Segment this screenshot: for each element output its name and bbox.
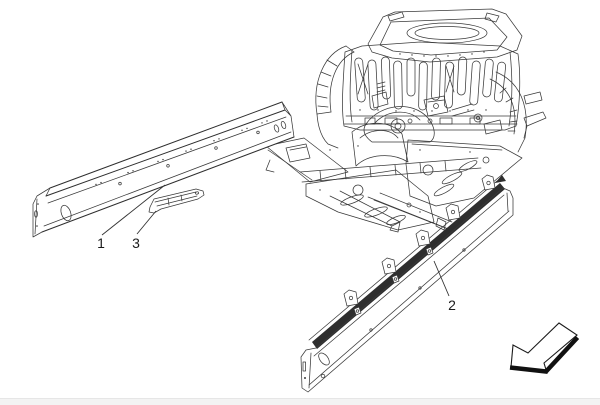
sill-clip xyxy=(381,257,400,284)
callout-2: 2 xyxy=(448,297,456,313)
sill-clip xyxy=(343,289,362,316)
sill-clip xyxy=(415,229,434,256)
sill-clip xyxy=(481,174,496,191)
callout-3: 3 xyxy=(132,235,140,251)
page-edge-strip xyxy=(0,398,600,405)
body-shell-drawing xyxy=(265,8,547,233)
callout-1: 1 xyxy=(97,235,105,251)
direction-arrow-icon xyxy=(509,322,580,374)
callout-leader-lines xyxy=(101,184,450,297)
part-3-bracket xyxy=(148,188,205,214)
part-2-sill-member xyxy=(300,174,514,393)
part-1-side-member xyxy=(32,101,295,238)
sill-clip xyxy=(445,203,461,221)
